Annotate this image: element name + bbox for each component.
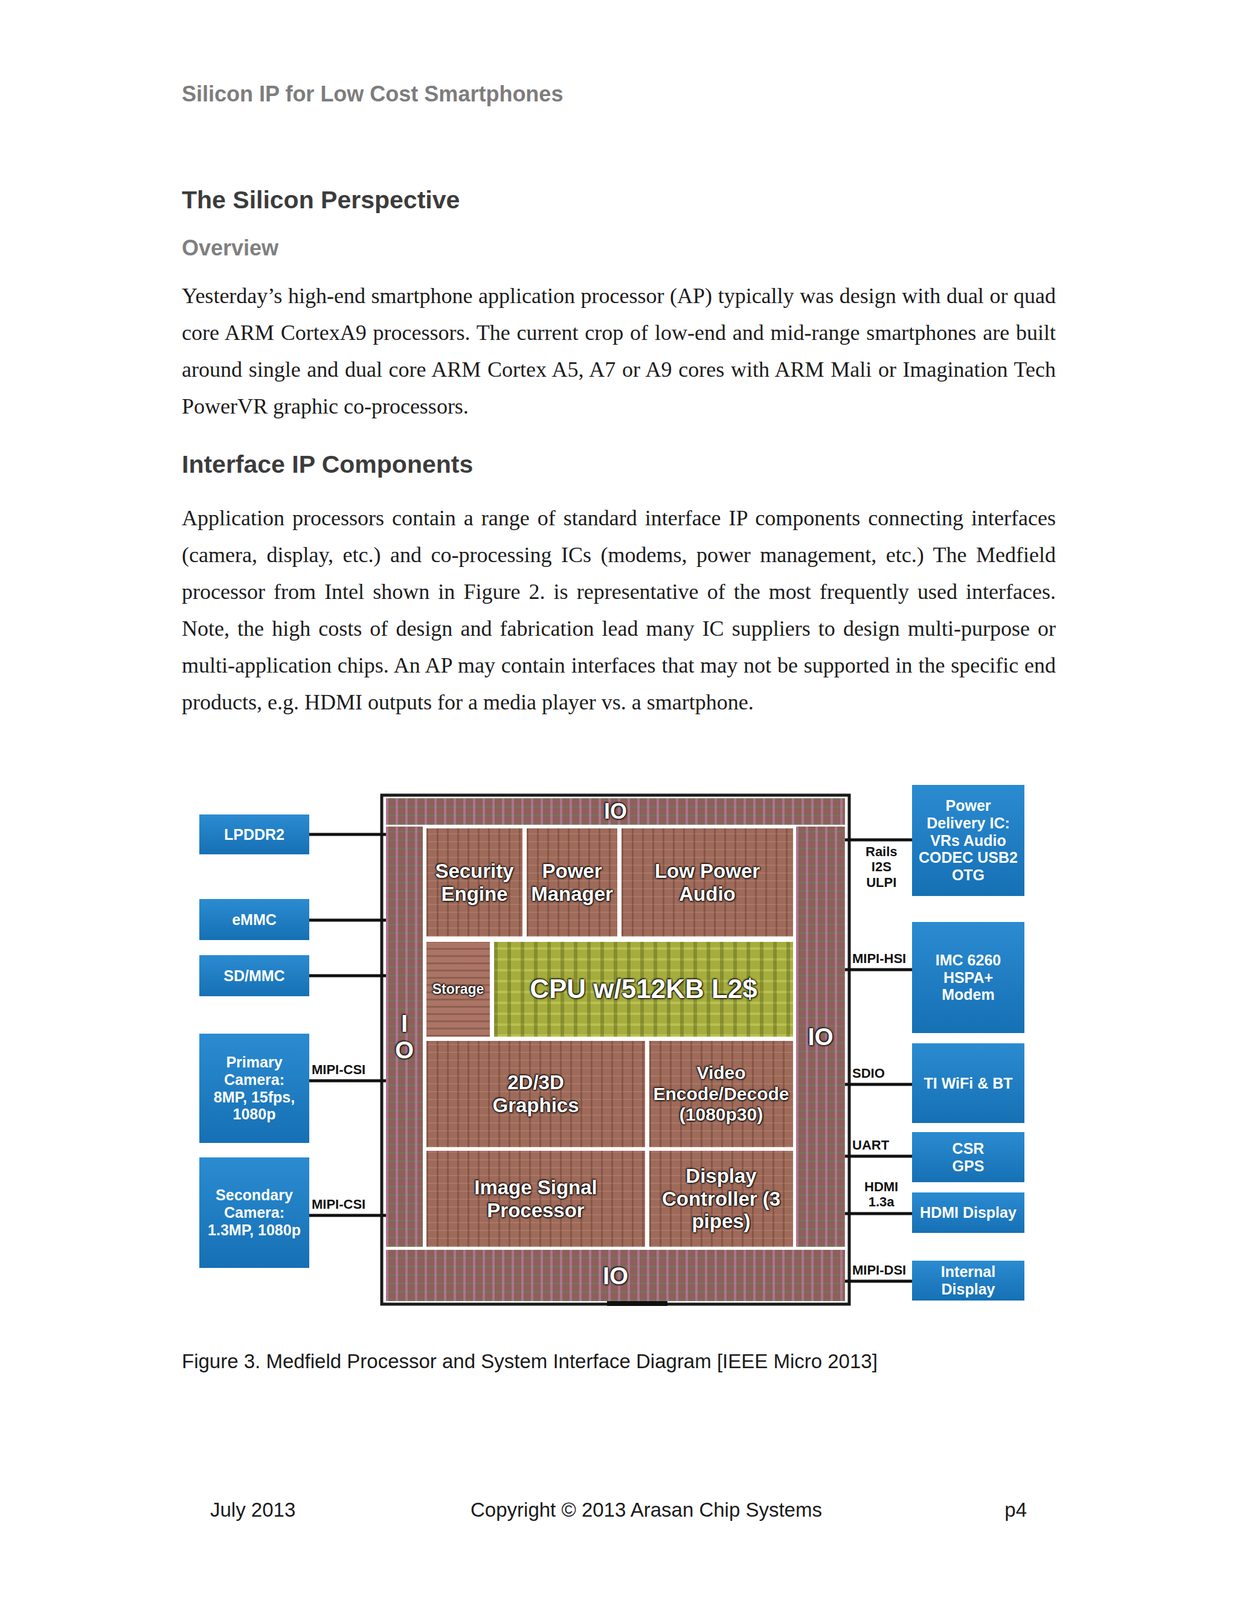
node-label: IMC 6260 HSPA+ Modem <box>928 951 1008 1004</box>
node-label: eMMC <box>231 911 277 929</box>
camera-box: Secondary Camera: 1.3MP, 1080p <box>199 1157 310 1269</box>
node-label: Security Engine <box>429 860 521 907</box>
body-paragraph: Application processors contain a range o… <box>181 500 1056 722</box>
running-header: Silicon IP for Low Cost Smartphones <box>181 80 1088 107</box>
node-label: CPU w/512KB L2$ <box>529 974 758 1006</box>
signal-label: MIPI-CSI <box>311 1197 366 1213</box>
io-band: IO <box>796 826 846 1248</box>
node-label: Image Signal Processor <box>466 1176 606 1223</box>
bus-line <box>845 1155 913 1159</box>
ip-block: Low Power Audio <box>621 828 794 937</box>
figure-caption: Figure 3. Medfield Processor and System … <box>181 1349 1088 1375</box>
io-band: IO <box>385 1250 846 1302</box>
bus-line <box>309 919 386 923</box>
footer-copyright: Copyright © 2013 Arasan Chip Systems <box>404 1498 888 1523</box>
ip-block: Image Signal Processor <box>426 1151 646 1248</box>
storage-box: eMMC <box>199 899 310 941</box>
bus-line <box>309 1214 386 1218</box>
bus-line <box>845 1083 913 1087</box>
node-label: Secondary Camera: 1.3MP, 1080p <box>207 1186 302 1239</box>
node-label: IO <box>602 1262 629 1291</box>
ip-block: Video Encode/Decode (1080p30) <box>649 1041 794 1148</box>
signal-label: MIPI-HSI <box>852 951 907 967</box>
peripheral-box: HDMI Display <box>912 1192 1025 1234</box>
bus-line <box>845 968 913 972</box>
node-label: TI WiFi & BT <box>924 1075 1013 1093</box>
node-label: Power Manager <box>529 860 615 907</box>
bus-line <box>309 1079 386 1083</box>
node-label: HDMI Display <box>919 1204 1017 1222</box>
node-label: Internal Display <box>928 1263 1008 1299</box>
node-label: Video Encode/Decode (1080p30) <box>651 1063 791 1126</box>
node-label: Storage <box>432 981 485 998</box>
io-band: IO <box>385 826 423 1248</box>
die-notch <box>607 1301 668 1307</box>
signal-label: UART <box>852 1137 890 1154</box>
bus-line <box>845 1280 913 1284</box>
node-label: Display Controller (3 pipes) <box>660 1165 782 1234</box>
footer-date: July 2013 <box>210 1498 392 1523</box>
node-label: SD/MMC <box>223 967 285 986</box>
ip-block: 2D/3D Graphics <box>426 1041 646 1148</box>
ip-block: Power Manager <box>526 828 618 937</box>
section-heading: Interface IP Components <box>181 449 907 480</box>
node-label: CSR GPS <box>944 1140 993 1176</box>
node-label: IO <box>604 799 627 824</box>
peripheral-box: Power Delivery IC: VRs Audio CODEC USB2 … <box>912 785 1025 897</box>
signal-label: SDIO <box>852 1066 885 1082</box>
node-label: Low Power Audio <box>646 860 768 907</box>
memory-box: LPDDR2 <box>199 814 310 855</box>
signal-label: HDMI 1.3a <box>864 1179 899 1211</box>
peripheral-box: CSR GPS <box>912 1132 1025 1183</box>
bus-line <box>309 974 386 978</box>
bus-line <box>309 833 386 837</box>
node-label: 2D/3D Graphics <box>487 1071 585 1118</box>
io-band: IO <box>385 798 846 826</box>
page-number: p4 <box>906 1498 1027 1523</box>
peripheral-box: Internal Display <box>912 1261 1025 1302</box>
node-label: Primary Camera: 8MP, 15fps, 1080p <box>207 1053 302 1124</box>
bus-line <box>845 838 913 842</box>
ip-block: Security Engine <box>426 828 523 937</box>
die-outline <box>381 795 850 1305</box>
node-label: IO <box>392 1010 417 1064</box>
storage-box: SD/MMC <box>199 955 310 997</box>
peripheral-box: IMC 6260 HSPA+ Modem <box>912 922 1025 1034</box>
cpu-block: CPU w/512KB L2$ <box>494 942 794 1038</box>
subheading: Overview <box>181 234 545 261</box>
signal-label: MIPI-DSI <box>852 1262 907 1279</box>
node-label: LPDDR2 <box>224 826 285 844</box>
node-label: IO <box>807 1023 833 1051</box>
node-label: Power Delivery IC: VRs Audio CODEC USB2 … <box>916 797 1021 885</box>
signal-label: Rails I2S ULPI <box>865 844 898 891</box>
bus-line <box>845 1212 913 1216</box>
peripheral-box: TI WiFi & BT <box>912 1043 1025 1124</box>
ip-block: Storage <box>426 942 490 1038</box>
camera-box: Primary Camera: 8MP, 15fps, 1080p <box>199 1034 310 1144</box>
body-paragraph: Yesterday’s high-end smartphone applicat… <box>181 277 1056 426</box>
ip-block: Display Controller (3 pipes) <box>649 1151 794 1248</box>
signal-label: MIPI-CSI <box>311 1062 366 1078</box>
section-heading: The Silicon Perspective <box>181 185 907 216</box>
